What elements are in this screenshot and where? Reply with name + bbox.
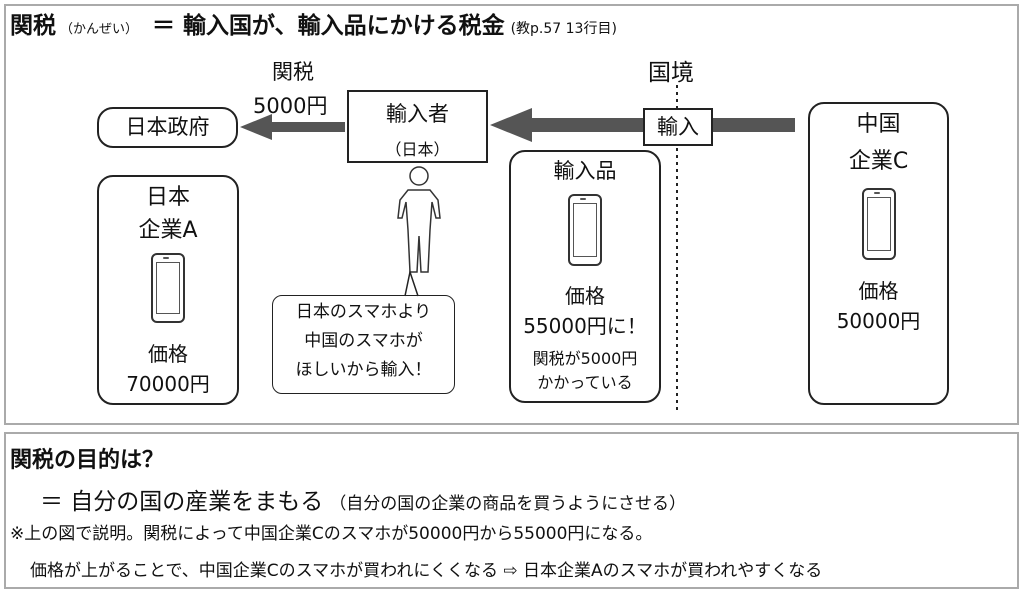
title-reference: (教p.57 13行目) bbox=[510, 21, 617, 37]
purpose-line1: ※上の図で説明。関税によって中国企業Cのスマホが50000円から55000円にな… bbox=[10, 524, 653, 544]
border-label: 国境 bbox=[648, 60, 694, 86]
imported-goods-box: 輸入品 価格 55000円に！ 関税が5000円 かかっている bbox=[509, 150, 661, 403]
import-arrow bbox=[490, 108, 795, 142]
speech-bubble: 日本のスマホより 中国のスマホが ほしいから輸入！ bbox=[272, 295, 455, 394]
title-reading: （かんぜい） bbox=[60, 22, 139, 37]
smartphone-icon bbox=[568, 193, 602, 266]
china-price: 50000円 bbox=[836, 309, 921, 333]
title: 関税 （かんぜい） ＝ 輸入国が、輸入品にかける税金 (教p.57 13行目) bbox=[10, 6, 617, 40]
tariff-label: 関税 bbox=[272, 60, 314, 84]
speech-tail bbox=[404, 269, 419, 297]
japan-price: 70000円 bbox=[126, 372, 210, 396]
china-line2: 企業C bbox=[848, 149, 909, 174]
purpose-heading: 関税の目的は？ bbox=[10, 448, 165, 473]
speech-line: 中国のスマホが bbox=[304, 330, 423, 351]
purpose-answer-note: （自分の国の企業の商品を買うようにさせる） bbox=[329, 494, 686, 514]
smartphone-icon bbox=[861, 188, 896, 260]
tariff-arrow bbox=[240, 114, 345, 140]
smartphone-icon bbox=[151, 253, 185, 323]
imported-price-label: 価格 bbox=[565, 284, 605, 308]
person-icon bbox=[397, 166, 441, 273]
purpose-panel bbox=[4, 432, 1019, 589]
import-label-box: 輸入 bbox=[643, 108, 713, 146]
japan-line2: 企業A bbox=[138, 218, 198, 243]
imported-note2: かかっている bbox=[537, 373, 633, 392]
japan-line1: 日本 bbox=[145, 185, 190, 210]
import-label: 輸入 bbox=[657, 115, 699, 139]
title-definition: ＝ 輸入国が、輸入品にかける税金 bbox=[152, 13, 505, 39]
imported-price: 55000円に！ bbox=[523, 314, 647, 338]
importer-box: 輸入者 （日本） bbox=[347, 90, 488, 163]
china-company-c-box: 中国 企業C 価格 50000円 bbox=[808, 102, 949, 405]
arrows bbox=[240, 85, 795, 410]
japan-price-label: 価格 bbox=[148, 342, 188, 366]
imported-note1: 関税が5000円 bbox=[532, 349, 638, 368]
government-label: 日本政府 bbox=[125, 115, 210, 139]
purpose-answer: ＝ 自分の国の産業をまもる（自分の国の企業の商品を買うようにさせる） bbox=[40, 482, 686, 516]
china-line1: 中国 bbox=[856, 112, 901, 137]
china-price-label: 価格 bbox=[858, 279, 899, 303]
purpose-answer-main: ＝ 自分の国の産業をまもる bbox=[40, 489, 324, 515]
speech-line: 日本のスマホより bbox=[295, 302, 432, 322]
importer-country: （日本） bbox=[385, 140, 450, 159]
title-term: 関税 bbox=[10, 13, 56, 39]
diagram-panel bbox=[4, 4, 1019, 425]
speech-line: ほしいから輸入！ bbox=[295, 359, 432, 380]
japan-company-a-box: 日本 企業A 価格 70000円 bbox=[97, 175, 239, 405]
importer-label: 輸入者 bbox=[386, 102, 449, 126]
japan-government-box: 日本政府 bbox=[97, 107, 238, 148]
purpose-line2: 価格が上がることで、中国企業Cのスマホが買われにくくなる ⇨ 日本企業Aのスマホ… bbox=[30, 561, 823, 581]
tariff-amount: 5000円 bbox=[253, 94, 328, 118]
imported-title: 輸入品 bbox=[553, 159, 617, 183]
